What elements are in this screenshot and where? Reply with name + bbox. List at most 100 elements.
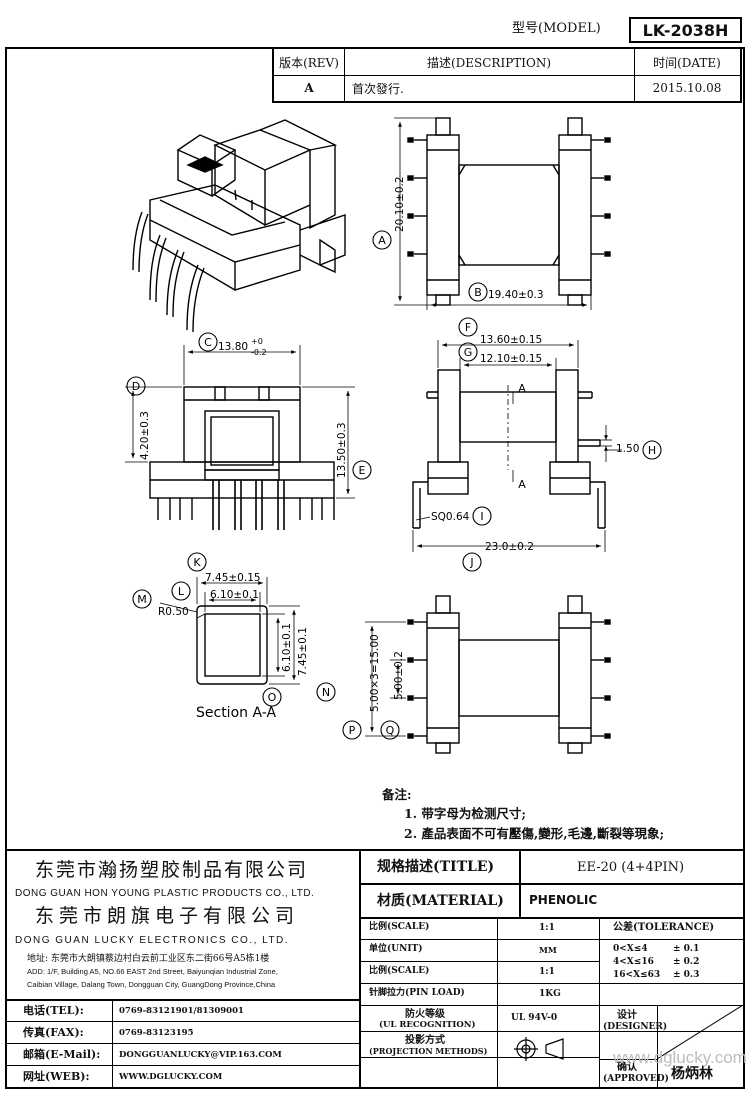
isometric-view	[132, 119, 346, 333]
label-q: Q	[386, 724, 395, 737]
contact-tel-label: 电话(TEL):	[23, 1004, 84, 1017]
dim-b: 19.40±0.3	[488, 289, 544, 301]
fire-rating-label-en: (UL RECOGNITION)	[379, 1020, 476, 1030]
label-h: H	[648, 444, 656, 457]
dim-f: 13.60±0.15	[480, 334, 542, 346]
approved-label-en: (APPROVED)	[603, 1074, 669, 1084]
date-header: 时间(DATE)	[653, 55, 721, 70]
approved-label: 确认	[617, 1062, 637, 1073]
label-g: G	[464, 346, 473, 359]
rev-header: 版本(REV)	[279, 55, 339, 70]
section-mark-top: A	[518, 382, 526, 395]
designer-diagonal	[657, 1005, 743, 1059]
third-angle-projection-icon	[514, 1037, 564, 1061]
label-o: O	[268, 691, 277, 704]
unit-value: MM	[539, 945, 557, 955]
notes-title: 备注:	[382, 787, 412, 802]
section-mark-bottom: A	[518, 478, 526, 491]
dim-d: 4.20±0.3	[139, 411, 151, 460]
dim-k: 7.45±0.15	[205, 572, 261, 584]
label-d: D	[132, 380, 140, 393]
model-label: 型号(MODEL)	[512, 21, 601, 36]
desc-header: 描述(DESCRIPTION)	[426, 55, 552, 70]
contact-fax-label: 传真(FAX):	[23, 1026, 84, 1039]
inspection-label-circles	[126, 230, 662, 740]
dim-o: 6.10±0.1	[281, 623, 293, 672]
desc-value: 首次發行.	[352, 81, 404, 96]
label-p: P	[349, 724, 356, 737]
pinload-label: 针脚拉力(PIN LOAD)	[369, 988, 465, 998]
front-view	[407, 117, 611, 306]
tolerance-value-2: ± 0.2	[673, 957, 700, 967]
dim-q: 5.00±0.2	[393, 651, 405, 700]
dim-j: 23.0±0.2	[485, 541, 534, 553]
company-name-en-2: DONG GUAN LUCKY ELECTRONICS CO., LTD.	[15, 935, 290, 946]
top-view	[412, 369, 606, 529]
address-cn: 地址: 东莞市大朗镇蔡边村白云前工业区东二街66号A5栋1楼	[27, 954, 270, 964]
company-name-en-1: DONG GUAN HON YOUNG PLASTIC PRODUCTS CO.…	[15, 888, 315, 899]
scale2-value: 1:1	[539, 967, 555, 977]
contact-email-value[interactable]: DONGGUANLUCKY@VIP.163.COM	[119, 1050, 282, 1060]
company-name-cn-2: 东莞市朗旗电子有限公司	[35, 905, 300, 927]
fire-rating-value: UL 94V-0	[511, 1013, 558, 1023]
pinload-value: 1KG	[539, 989, 561, 999]
designer-label-en: (DESIGNER)	[603, 1022, 668, 1032]
dim-c: 13.80	[218, 341, 248, 353]
contact-tel-value: 0769-83121901/81309001	[119, 1006, 244, 1016]
contact-web-value[interactable]: WWW.DGLUCKY.COM	[119, 1072, 223, 1082]
note-item-2: 2. 產品表面不可有壓傷,變形,毛邊,斷裂等現象;	[404, 826, 665, 841]
tolerance-range-2: 4<X≤16	[613, 957, 654, 967]
scale2-label: 比例(SCALE)	[369, 966, 430, 976]
label-l: L	[178, 585, 185, 598]
dim-c-tol-plus: +0	[251, 337, 263, 346]
label-m: M	[137, 593, 147, 606]
unit-label: 单位(UNIT)	[369, 944, 423, 954]
dim-n: 7.45±0.1	[297, 627, 309, 676]
contact-web-label: 网址(WEB):	[23, 1070, 90, 1083]
label-i: I	[480, 510, 483, 523]
spec-material-label: 材质(MATERIAL)	[377, 893, 504, 909]
section-a-a	[196, 605, 268, 685]
spec-title-value: EE-20 (4+4PIN)	[577, 860, 685, 875]
model-number: LK-2038H	[629, 17, 742, 43]
projection-label-en: (PROJECTION METHODS)	[369, 1046, 488, 1056]
address-en: ADD: 1/F, Building A5, NO.66 EAST 2nd St…	[27, 967, 278, 976]
company-name-cn-1: 东莞市瀚扬塑胶制品有限公司	[35, 859, 309, 881]
spec-material-value: PHENOLIC	[529, 893, 598, 907]
date-value: 2015.10.08	[652, 81, 722, 95]
label-f: F	[465, 321, 471, 334]
tolerance-range-3: 16<X≤63	[613, 970, 661, 980]
section-title: Section A-A	[196, 705, 276, 721]
scale-label: 比例(SCALE)	[369, 922, 430, 932]
label-k: K	[193, 556, 201, 569]
label-e: E	[359, 464, 366, 477]
dim-e: 13.50±0.3	[336, 422, 348, 478]
tolerance-title: 公差(TOLERANCE)	[613, 922, 715, 933]
dim-g: 12.10±0.15	[480, 353, 542, 365]
watermark: www.dglucky.com	[613, 1048, 747, 1067]
dim-l: 6.10±0.1	[210, 589, 259, 601]
dim-m: R0.50	[158, 606, 189, 618]
label-c: C	[204, 336, 212, 349]
label-n: N	[322, 686, 330, 699]
side-view	[149, 386, 335, 520]
dim-c-tol-minus: -0.2	[251, 348, 267, 357]
revision-table: 版本(REV) 描述(DESCRIPTION) 时间(DATE) A 首次發行.…	[272, 47, 742, 103]
approved-value: 杨炳林	[671, 1066, 713, 1082]
bottom-view	[407, 595, 611, 754]
label-b: B	[474, 286, 482, 299]
title-block: 东莞市瀚扬塑胶制品有限公司 DONG GUAN HON YOUNG PLASTI…	[5, 849, 747, 1089]
contact-email-label: 邮箱(E-Mail):	[23, 1048, 101, 1061]
technical-drawing: 20.10±0.2 19.40±0.3 13.80 +0 -0.2 4.20±0…	[125, 117, 662, 754]
note-item-1: 1. 带字母为检测尺寸;	[404, 806, 527, 821]
scale-value: 1:1	[539, 923, 555, 933]
contact-fax-value: 0769-83123195	[119, 1028, 194, 1038]
designer-label: 设计	[617, 1010, 637, 1021]
tolerance-range-1: 0<X≤4	[613, 944, 648, 954]
label-j: J	[469, 556, 473, 569]
address-en-2: Caibian Village, Dalang Town, Dongguan C…	[27, 980, 276, 989]
dim-i: SQ0.64	[431, 511, 470, 523]
fire-rating-label: 防火等级	[405, 1009, 445, 1020]
label-a: A	[378, 234, 386, 247]
rev-value: A	[304, 81, 314, 95]
